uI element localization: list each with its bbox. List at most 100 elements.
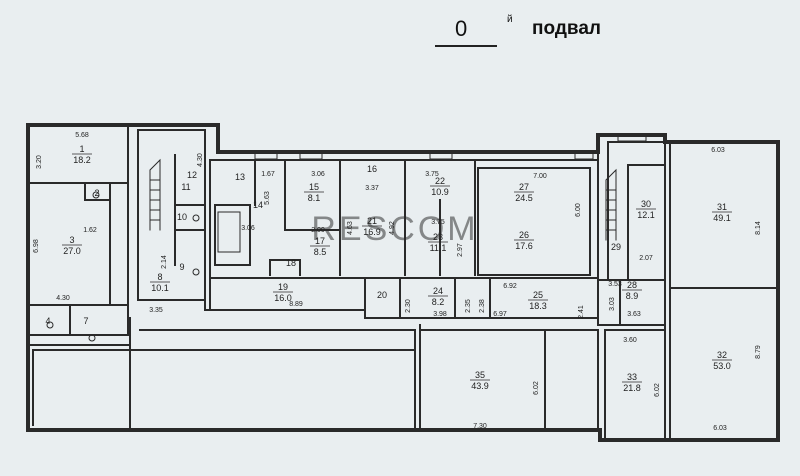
room-29: 29: [611, 242, 621, 252]
dimension-label: 5.63: [264, 191, 271, 205]
dimension-label: 7.00: [533, 173, 547, 180]
dimension-label: 1.62: [83, 227, 97, 234]
room-17: 178.5: [310, 236, 330, 257]
room-32-number: 32: [717, 350, 727, 360]
stairs-left: [149, 158, 161, 231]
room-1-area: 18.2: [73, 155, 91, 165]
dimension-label: 7.30: [473, 423, 487, 430]
dimension-label: 1.67: [261, 171, 275, 178]
dimension-label: 3.03: [609, 297, 616, 311]
room-28-number: 28: [627, 280, 637, 290]
room-28-area: 8.9: [626, 291, 639, 301]
room-30-area: 12.1: [637, 210, 655, 220]
dimension-label: 6.02: [654, 383, 661, 397]
dimension-label: 6.97: [493, 311, 507, 318]
room-21-area: 16.9: [363, 227, 381, 237]
dimension-label: 2.07: [639, 255, 653, 262]
room-24-number: 24: [433, 286, 443, 296]
dimension-label: 3.60: [623, 337, 637, 344]
room-25-number: 25: [533, 290, 543, 300]
dimension-label: 3.20: [36, 155, 43, 169]
dimension-label: 3.53: [608, 281, 622, 288]
dimension-label: 2.30: [405, 299, 412, 313]
room-8-area: 10.1: [151, 283, 169, 293]
room-23-number: 23: [433, 232, 443, 242]
dimension-label: 8.14: [755, 221, 762, 235]
room-19-area: 16.0: [274, 293, 292, 303]
room-29-number: 29: [611, 242, 621, 252]
dimension-label: 4.30: [197, 153, 204, 167]
room-20: 20: [377, 290, 387, 300]
room-12: 12: [187, 170, 197, 180]
dimension-label: 2.97: [457, 243, 464, 257]
room-35-number: 35: [475, 370, 485, 380]
room-26-number: 26: [519, 230, 529, 240]
room-20-number: 20: [377, 290, 387, 300]
dimension-label: 6.02: [533, 381, 540, 395]
room-27-number: 27: [519, 182, 529, 192]
room-35-area: 43.9: [471, 381, 489, 391]
room-30-number: 30: [641, 199, 651, 209]
dimension-label: 8.79: [755, 345, 762, 359]
internal-walls: [27, 124, 779, 441]
dimension-label: 3.98: [433, 311, 447, 318]
room-24: 248.2: [428, 286, 448, 307]
dimension-label: 6.03: [713, 425, 727, 432]
dimension-label: 3.37: [365, 185, 379, 192]
room-33-number: 33: [627, 372, 637, 382]
room-9: 9: [179, 262, 184, 272]
dimension-label: 2.00: [311, 227, 325, 234]
room-17-area: 8.5: [314, 247, 327, 257]
room-24-area: 8.2: [432, 297, 445, 307]
dimension-label: 6.00: [575, 203, 582, 217]
dimension-label: 2.38: [479, 299, 486, 313]
room-33-area: 21.8: [623, 383, 641, 393]
dimension-label: 5.68: [75, 132, 89, 139]
dimension-label: 2.14: [161, 255, 168, 269]
dimension-label: 3.06: [311, 171, 325, 178]
room-18: 18: [286, 258, 296, 268]
room-27-area: 24.5: [515, 193, 533, 203]
dimension-label: 8.89: [289, 301, 303, 308]
room-7: 7: [83, 316, 88, 326]
room-22-area: 10.9: [431, 187, 449, 197]
floor-number-underline: [435, 45, 497, 47]
room-3: 327.0: [62, 235, 82, 256]
room-13: 13: [235, 172, 245, 182]
room-10: 10: [177, 212, 187, 222]
room-3-area: 27.0: [63, 246, 81, 256]
room-19-number: 19: [278, 282, 288, 292]
room-22-number: 22: [435, 176, 445, 186]
room-21-number: 21: [367, 216, 377, 226]
dimension-label: 3.75: [431, 219, 445, 226]
room-8: 810.1: [150, 272, 170, 293]
room-1: 118.2: [72, 144, 92, 165]
room-13-number: 13: [235, 172, 245, 182]
room-18-number: 18: [286, 258, 296, 268]
room-2-number: 2: [94, 188, 99, 198]
room-16-number: 16: [367, 164, 377, 174]
dimension-label: 4.92: [389, 221, 396, 235]
room-23-area: 11.1: [430, 243, 447, 253]
room-25-area: 18.3: [529, 301, 547, 311]
room-32-area: 53.0: [713, 361, 731, 371]
room-15-number: 15: [309, 182, 319, 192]
floor-number: 0: [455, 16, 468, 41]
floor-number-suffix: й: [507, 14, 513, 25]
room-26-area: 17.6: [515, 241, 533, 251]
dimension-label: 3.63: [627, 311, 641, 318]
room-4: 4: [45, 316, 50, 326]
dimension-label: 6.98: [33, 239, 40, 253]
room-14-number: 14: [253, 200, 263, 210]
room-8-number: 8: [157, 272, 162, 282]
